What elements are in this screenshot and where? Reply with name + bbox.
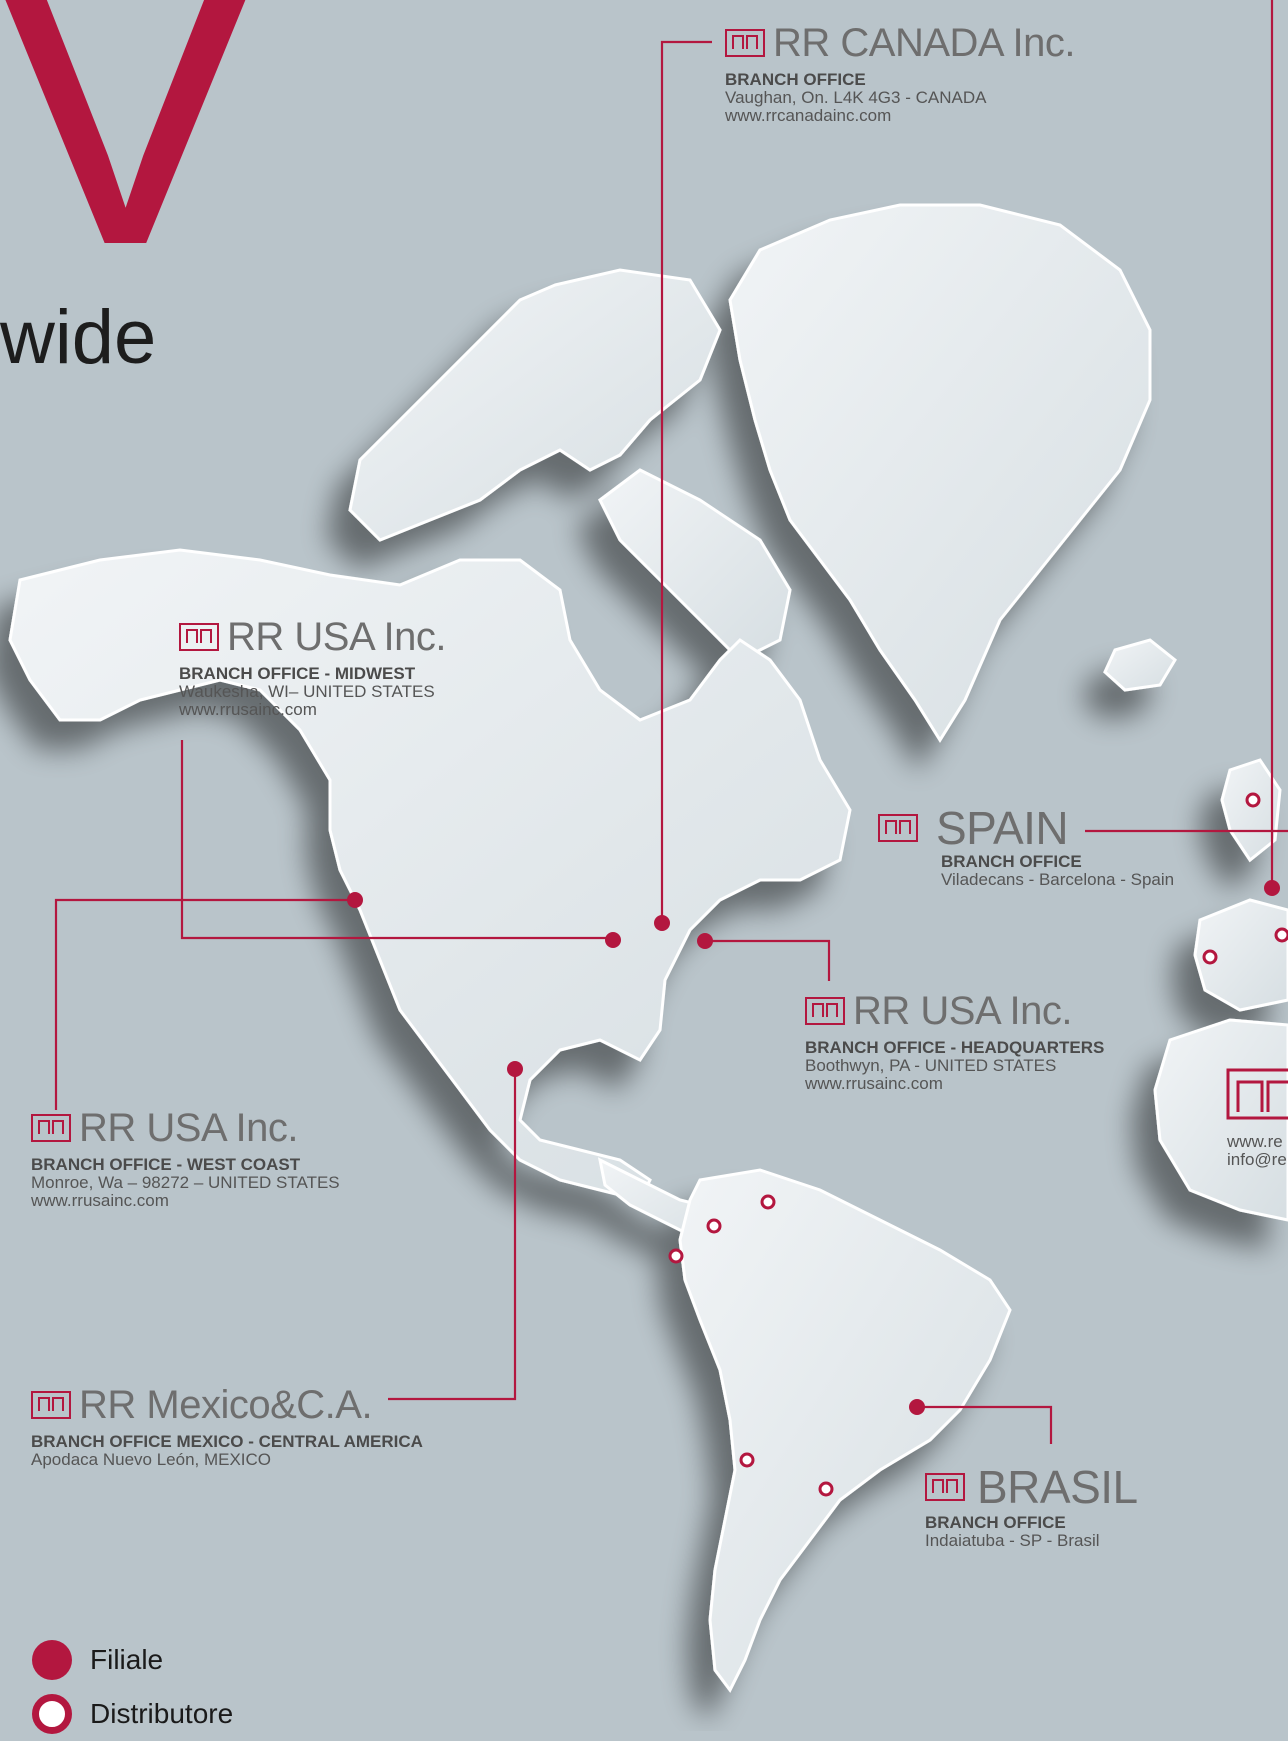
office-kind: BRANCH OFFICE - HEADQUARTERS <box>805 1038 1105 1057</box>
office-address: Waukesha, WI– UNITED STATES <box>179 681 435 701</box>
connector-usa-midwest <box>180 740 613 940</box>
office-kind: BRANCH OFFICE - MIDWEST <box>179 664 416 683</box>
office-website[interactable]: www.rrusainc.com <box>805 1073 943 1093</box>
office-name: RR USA Inc. <box>79 1106 299 1150</box>
connector-canada <box>660 40 712 923</box>
office-address: Viladecans - Barcelona - Spain <box>941 869 1175 889</box>
iberia-europe <box>1193 898 1288 1012</box>
iceland <box>1103 638 1177 692</box>
cut-off-email[interactable]: info@re <box>1227 1150 1287 1169</box>
rr-logo-icon <box>925 1473 965 1501</box>
header-subtitle-fragment: wide <box>0 295 157 380</box>
filiale-marker-mexico[interactable] <box>507 1061 523 1077</box>
greenland-landmass <box>728 203 1152 743</box>
office-usa-headquarters[interactable]: RR USA Inc. BRANCH OFFICE - HEADQUARTERS… <box>805 991 1104 1093</box>
north-america-landmass <box>8 548 852 1202</box>
rr-logo-icon <box>805 997 845 1025</box>
office-usa-west-coast[interactable]: RR USA Inc. BRANCH OFFICE - WEST COAST M… <box>31 1108 340 1210</box>
office-brasil[interactable]: BRASIL BRANCH OFFICE Indaiatuba - SP - B… <box>925 1464 1138 1550</box>
uk-ireland <box>1220 758 1282 863</box>
office-kind: BRANCH OFFICE <box>941 852 1082 871</box>
connector-brasil <box>917 1405 1053 1444</box>
legend-item-distributore: Distributore <box>32 1687 233 1741</box>
africa-fragment <box>1153 1018 1288 1222</box>
office-address: Vaughan, On. L4K 4G3 - CANADA <box>725 87 987 107</box>
office-name: RR USA Inc. <box>227 615 447 659</box>
office-address: Boothwyn, PA - UNITED STATES <box>805 1055 1057 1075</box>
office-kind: BRANCH OFFICE <box>925 1513 1066 1532</box>
legend-label-distributore: Distributore <box>90 1698 234 1729</box>
office-name: RR USA Inc. <box>853 989 1073 1033</box>
distributor-marker[interactable] <box>1202 949 1218 965</box>
map-legend: Filiale Distributore <box>32 1633 233 1741</box>
distributor-marker[interactable] <box>1274 927 1288 943</box>
filiale-marker-usa-west[interactable] <box>347 892 363 908</box>
cut-off-website[interactable]: www.re <box>1227 1132 1283 1151</box>
office-website[interactable]: www.rrusainc.com <box>31 1190 169 1210</box>
office-website[interactable]: www.rrusainc.com <box>179 699 317 719</box>
office-address: Monroe, Wa – 98272 – UNITED STATES <box>31 1172 340 1192</box>
distributore-dot-icon <box>32 1694 72 1734</box>
office-name: BRASIL <box>977 1461 1138 1513</box>
office-kind: BRANCH OFFICE MEXICO - CENTRAL AMERICA <box>31 1432 423 1451</box>
header-big-letter: V <box>0 0 269 335</box>
filiale-marker-usa-midwest[interactable] <box>605 932 621 948</box>
office-address: Indaiatuba - SP - Brasil <box>925 1530 1100 1550</box>
distributor-marker[interactable] <box>818 1481 834 1497</box>
office-canada[interactable]: RR CANADA Inc. BRANCH OFFICE Vaughan, On… <box>725 23 1075 125</box>
office-mexico[interactable]: RR Mexico&C.A. BRANCH OFFICE MEXICO - CE… <box>31 1385 423 1469</box>
office-usa-midwest[interactable]: RR USA Inc. BRANCH OFFICE - MIDWEST Wauk… <box>179 615 447 719</box>
filiale-marker-spain[interactable] <box>1264 880 1280 896</box>
legend-label-filiale: Filiale <box>90 1644 164 1675</box>
arctic-islands <box>348 268 722 542</box>
rr-logo-icon <box>725 29 765 57</box>
rr-logo-icon <box>31 1391 71 1419</box>
distributor-marker[interactable] <box>706 1218 722 1234</box>
distributor-marker[interactable] <box>1245 792 1261 808</box>
filiale-marker-canada[interactable] <box>654 915 670 931</box>
cut-logo-icon <box>1226 1068 1288 1120</box>
baffin-island <box>598 468 792 662</box>
office-name: RR Mexico&C.A. <box>79 1383 373 1427</box>
south-america-landmass <box>678 1168 1012 1693</box>
office-website[interactable]: www.rrcanadainc.com <box>725 105 892 125</box>
rr-logo-icon <box>31 1114 71 1142</box>
rr-logo-icon <box>878 814 918 842</box>
office-spain[interactable]: SPAIN BRANCH OFFICE Viladecans - Barcelo… <box>878 805 1174 889</box>
filiale-marker-brasil[interactable] <box>909 1399 925 1415</box>
legend-item-filiale: Filiale <box>32 1633 233 1687</box>
distributor-marker[interactable] <box>760 1194 776 1210</box>
connector-usa-hq <box>705 939 831 981</box>
filiale-marker-usa-hq[interactable] <box>697 933 713 949</box>
distributor-marker[interactable] <box>668 1248 684 1264</box>
office-kind: BRANCH OFFICE <box>725 70 866 89</box>
office-address: Apodaca Nuevo León, MEXICO <box>31 1449 272 1469</box>
filiale-dot-icon <box>32 1640 72 1680</box>
connector-mexico <box>388 1069 517 1401</box>
office-name: RR CANADA Inc. <box>773 21 1075 65</box>
office-kind: BRANCH OFFICE - WEST COAST <box>31 1155 301 1174</box>
distributor-marker[interactable] <box>739 1452 755 1468</box>
connector-usa-west <box>54 898 355 1110</box>
rr-logo-icon <box>179 623 219 651</box>
office-name: SPAIN <box>936 802 1069 854</box>
